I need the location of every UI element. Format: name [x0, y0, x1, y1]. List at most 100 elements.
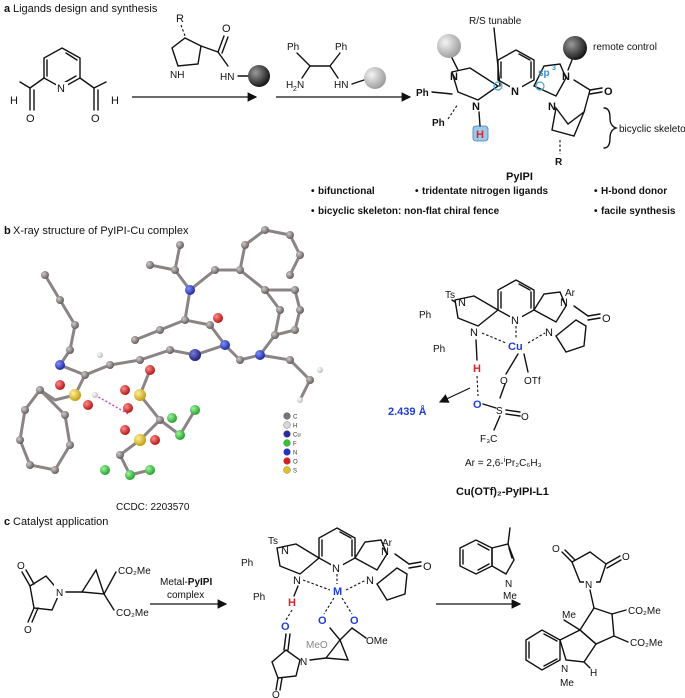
reagent-r-label: R [176, 13, 184, 25]
cu-pyridine-n: N [511, 315, 519, 327]
ar-definition-prefix: Ar = 2,6-iPr₂C₆H₃ [465, 457, 542, 469]
complex-ar-label: Ar [382, 538, 393, 549]
legend-swatch-s [283, 466, 291, 474]
ligand-r-label: R [555, 157, 563, 168]
ligand-n-left: N [450, 71, 458, 83]
reagent-o-label: O [222, 23, 231, 35]
legend-label-s: S [293, 469, 297, 475]
cyclopropane-substrate: O O N CO₂Me CO₂Me [17, 561, 151, 636]
cu-sulfonyl-o2: O [521, 412, 529, 423]
cu-f3c-label: F₃C [480, 434, 497, 445]
svg-text:•: • [311, 186, 315, 197]
ligand-ph-upper: Ph [416, 88, 429, 99]
reagent-label-line2: complex [167, 590, 204, 601]
ligand-carbonyl-o: O [604, 86, 613, 98]
panel-b-letter: b [4, 225, 11, 237]
pyridine-dialdehyde: N O H O H [10, 47, 119, 125]
svg-text:•: • [594, 206, 598, 217]
product-ester-bottom: CO₂Me [630, 638, 663, 649]
ligand-pyridine-n: N [511, 86, 519, 98]
feature-list: • bifunctional • tridentate nitrogen lig… [311, 186, 676, 217]
complex-imide-o: O [281, 621, 290, 633]
complex-pyridine-n: N [332, 563, 340, 575]
product-indoline-n: N [561, 664, 568, 675]
cu-o-ligand: O [500, 376, 508, 387]
cu-sulfur-label: S [496, 406, 503, 417]
legend-label-o: O [293, 460, 298, 466]
remote-control-label: remote control [593, 42, 657, 53]
aldehyde-h-left: H [10, 95, 18, 107]
reagent-hn-label: HN [220, 72, 234, 83]
bicyclic-skeleton-label: bicyclic skeleton [619, 124, 685, 135]
complex-ester-o-left: O [318, 615, 327, 627]
panel-c: c Catalyst application O O N CO₂Me CO₂Me… [4, 516, 663, 698]
cu-ar-label: Ar [565, 288, 576, 299]
panel-a: a Ligands design and synthesis N O H O H [4, 3, 685, 217]
complex-carbonyl-o: O [423, 561, 432, 573]
feature-bifunctional: bifunctional [318, 186, 375, 197]
pyipi-name: PyIPI [506, 171, 533, 183]
product-n-methyl: Me [560, 678, 574, 689]
cu-otf-label: OTf [524, 376, 541, 387]
complex-ph-lower: Ph [253, 592, 265, 603]
panel-a-letter: a [4, 3, 11, 15]
aldehyde-o-right: O [91, 113, 100, 125]
reagent-nh-label: NH [170, 70, 184, 81]
ligand-n-right: N [562, 71, 570, 83]
cu-ph-upper: Ph [419, 310, 431, 321]
complex-ts-label: Ts [268, 536, 278, 547]
substrate-ester-top: CO₂Me [118, 566, 151, 577]
complex-name: Cu(OTf)₂-PyIPI-L1 [456, 486, 549, 498]
cu-metal-label: Cu [508, 341, 523, 353]
stereocenter-left-marker [493, 81, 503, 91]
legend-swatch-h [283, 421, 291, 429]
panel-b: b X-ray structure of PyIPI-Cu complex [4, 225, 611, 513]
substrate-ester-bottom: CO₂Me [116, 608, 149, 619]
pyipi-ligand: R/S tunable remote control N N N H Ph Ph [416, 16, 685, 183]
cu-nh-n: N [470, 327, 478, 339]
rs-tunable-label: R/S tunable [469, 16, 522, 27]
complex-ph-upper: Ph [241, 558, 253, 569]
svg-text:•: • [311, 206, 315, 217]
stereocenter-right-marker [535, 81, 545, 91]
diamine-ph-right: Ph [335, 42, 347, 53]
cycloadduct-product: O O N Me CO₂Me CO₂Me N Me H [525, 544, 663, 689]
ligand-dark-sphere [563, 36, 587, 60]
aldehyde-h-right: H [111, 95, 119, 107]
legend-swatch-c [283, 412, 291, 420]
substrate-n: N [56, 588, 63, 599]
legend-label-f: F [293, 442, 297, 448]
complex-metal-label: M [333, 586, 342, 598]
complex-ester-o-right: O [350, 615, 359, 627]
legend-label-cu: Cu [293, 433, 301, 439]
cu-ts-label: Ts [445, 290, 455, 301]
xray-atoms [16, 226, 323, 480]
legend-label-h: H [293, 424, 297, 430]
product-me-top: Me [562, 610, 576, 621]
complex-donor-h: H [288, 597, 296, 609]
xray-structure [16, 226, 323, 480]
pyridine-n-label: N [57, 83, 65, 95]
ligand-n-bicyclic: N [548, 101, 556, 113]
feature-tridentate: tridentate nitrogen ligands [422, 186, 549, 197]
complex-n-ts: N [281, 545, 289, 557]
cu-ph-lower: Ph [433, 344, 445, 355]
ligand-light-sphere [437, 34, 461, 58]
feature-facile-synthesis: facile synthesis [601, 206, 676, 217]
diamine-hn: HN [334, 80, 348, 91]
substrate-o-bottom: O [24, 625, 32, 636]
metal-complex-intermediate: Ts Ar N N N Ph Ph N N O M H [241, 527, 432, 698]
hbond-distance-label: 2.439 Å [388, 405, 427, 418]
sp3-superscript: 3 [552, 65, 556, 72]
product-ring-h: H [590, 668, 597, 679]
methylindole-reagent: N Me [459, 527, 517, 602]
panel-a-heading: Ligands design and synthesis [13, 3, 158, 15]
diamine-h2n-n: N [297, 80, 304, 91]
complex-meo-label: MeO [306, 640, 328, 651]
panel-c-letter: c [4, 516, 10, 528]
dark-sphere-substituent [248, 65, 270, 87]
complex-nh-n: N [293, 575, 301, 587]
ligand-donor-h: H [476, 129, 484, 141]
aldehyde-o-left: O [26, 113, 35, 125]
svg-text:•: • [594, 186, 598, 197]
